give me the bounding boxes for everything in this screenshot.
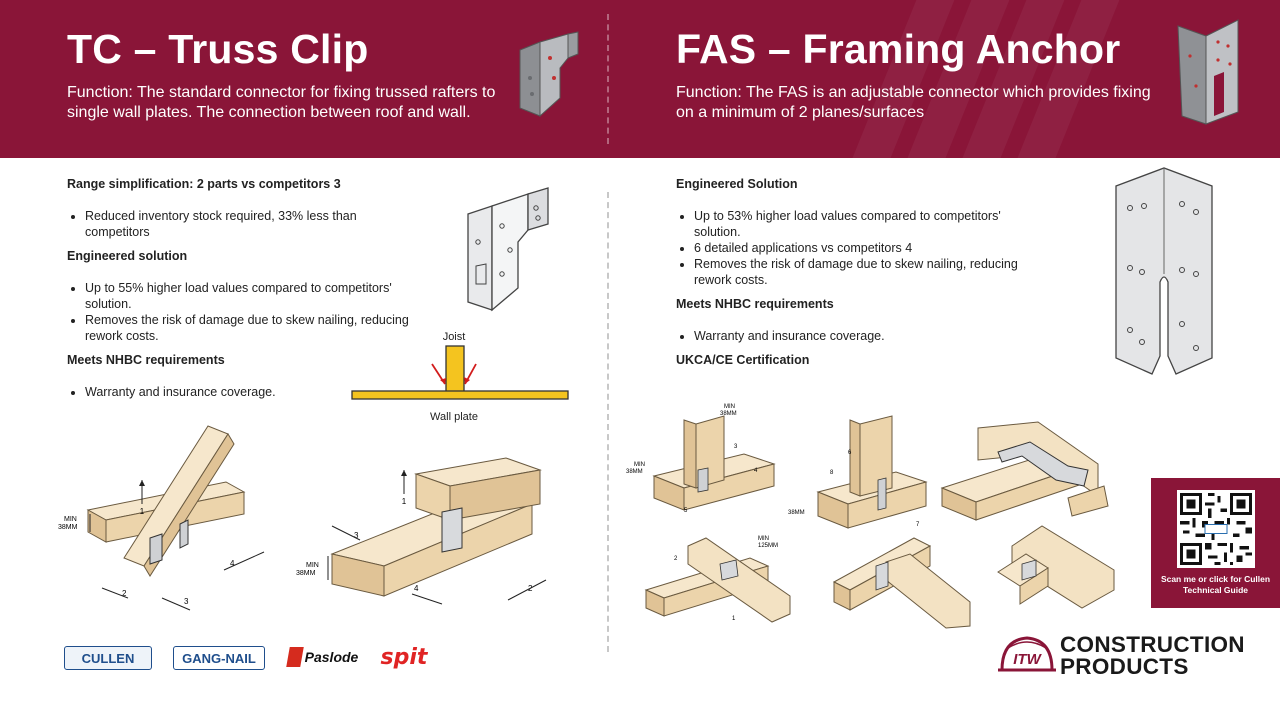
- paslode-logo: Paslode: [285, 646, 359, 668]
- diagram-label: MIN: [724, 404, 735, 410]
- center-divider: [607, 192, 609, 652]
- tc-heading-range: Range simplification: 2 parts vs competi…: [67, 177, 341, 191]
- diagram-label: MIN: [634, 462, 645, 468]
- tc-install-drawing-1: 1 MIN 38MM 2 3 4: [58, 425, 265, 611]
- fas-application-5: [832, 537, 971, 629]
- list-item: 6 detailed applications vs competitors 4: [694, 240, 1046, 256]
- diagram-label: 4: [230, 559, 235, 568]
- diagram-label: MIN: [64, 516, 77, 523]
- qr-code-panel[interactable]: Scan me or click for Cullen Technical Gu…: [1151, 478, 1280, 608]
- cullen-logo-text: CULLEN: [81, 650, 135, 666]
- list-item: Removes the risk of damage due to skew n…: [694, 256, 1046, 288]
- company-name: CONSTRUCTION PRODUCTS: [1060, 632, 1245, 679]
- diagram-label: 38MM: [788, 510, 805, 516]
- fas-title: FAS – Framing Anchor: [676, 26, 1121, 72]
- diagram-label: 3: [184, 597, 189, 606]
- tc-product-image: [519, 31, 579, 118]
- diagram-label: 4: [754, 468, 758, 474]
- itw-logo: ITW: [998, 636, 1056, 672]
- tc-details: Range simplification: 2 parts vs competi…: [67, 176, 417, 408]
- itw-logo-text: ITW: [1013, 651, 1042, 668]
- wall-plate-label: Wall plate: [430, 411, 478, 423]
- tc-list-range: Reduced inventory stock required, 33% le…: [67, 208, 417, 240]
- tc-install-drawing-2: 1 3 MIN 38MM 4 2: [296, 457, 547, 605]
- tc-function: Function: The standard connector for fix…: [67, 84, 496, 121]
- joist-label: Joist: [443, 331, 466, 343]
- spit-logo: spit: [380, 644, 428, 670]
- diagram-label: 5: [684, 508, 688, 514]
- joist-wallplate-diagram: Joist Wall plate: [351, 331, 569, 423]
- diagram-label: 6: [848, 450, 852, 456]
- qr-caption: Scan me or click for Cullen Technical Gu…: [1160, 574, 1271, 595]
- list-item: Up to 55% higher load values compared to…: [85, 280, 417, 312]
- company-name-line1: CONSTRUCTION: [1060, 632, 1245, 657]
- fas-application-4: MIN 125MM 2 1: [644, 536, 791, 623]
- paslode-mark: [285, 647, 304, 667]
- fas-application-6: [997, 525, 1115, 609]
- gangnail-logo: GANG-NAIL: [173, 646, 265, 670]
- fas-application-1: MIN 38MM 3 MIN 38MM 4 5: [626, 404, 776, 514]
- banner-divider: [607, 14, 609, 144]
- fas-line-drawing: [1115, 167, 1213, 375]
- tc-heading-nhbc: Meets NHBC requirements: [67, 353, 225, 367]
- list-item: Warranty and insurance coverage.: [694, 328, 1046, 344]
- diagram-label: 4: [414, 584, 419, 593]
- tc-line-drawing: [467, 187, 549, 312]
- diagram-label: 1: [732, 616, 736, 622]
- fas-list-engineered: Up to 53% higher load values compared to…: [676, 208, 1046, 288]
- fas-heading-nhbc: Meets NHBC requirements: [676, 297, 834, 311]
- diagram-label: 38MM: [626, 469, 643, 475]
- diagram-label: 1: [140, 507, 145, 516]
- list-item: Warranty and insurance coverage.: [85, 384, 417, 400]
- diagram-label: 3: [734, 444, 738, 450]
- list-item: Reduced inventory stock required, 33% le…: [85, 208, 417, 240]
- header-banner: TC – Truss Clip Function: The standard c…: [0, 0, 1280, 158]
- paslode-logo-text: Paslode: [304, 649, 359, 665]
- list-item: Removes the risk of damage due to skew n…: [85, 312, 417, 344]
- fas-function: Function: The FAS is an adjustable conne…: [676, 84, 1151, 121]
- diagram-label: MIN: [306, 562, 319, 569]
- list-item: Up to 53% higher load values compared to…: [694, 208, 1046, 240]
- company-name-line2: PRODUCTS: [1060, 654, 1189, 679]
- fas-application-3: [940, 421, 1109, 521]
- tc-list-nhbc: Warranty and insurance coverage.: [67, 384, 417, 400]
- diagram-label: 8: [830, 470, 834, 476]
- qr-code[interactable]: [1177, 490, 1255, 568]
- tc-title: TC – Truss Clip: [67, 26, 369, 72]
- diagram-label: 2: [674, 556, 678, 562]
- spit-logo-text: spit: [380, 644, 428, 670]
- fas-details: Engineered Solution Up to 53% higher loa…: [676, 176, 1046, 384]
- diagram-label: MIN: [758, 536, 769, 542]
- tc-list-engineered: Up to 55% higher load values compared to…: [67, 280, 417, 344]
- diagram-label: 38MM: [296, 570, 316, 577]
- fas-application-2: 6 8 38MM 7: [788, 415, 928, 529]
- fas-heading-engineered: Engineered Solution: [676, 177, 798, 191]
- tc-heading-engineered: Engineered solution: [67, 249, 188, 263]
- cullen-logo: CULLEN: [64, 646, 152, 670]
- diagram-label: 7: [916, 522, 920, 528]
- fas-heading-ukca: UKCA/CE Certification: [676, 353, 810, 367]
- diagram-label: 38MM: [58, 524, 78, 531]
- diagram-label: 125MM: [758, 543, 778, 549]
- fas-product-image: [1177, 19, 1239, 125]
- gangnail-logo-text: GANG-NAIL: [182, 650, 256, 666]
- diagram-label: 2: [122, 589, 127, 598]
- diagram-label: 3: [354, 531, 359, 540]
- diagram-label: 1: [402, 497, 407, 506]
- diagram-label: 38MM: [720, 411, 737, 417]
- fas-list-nhbc: Warranty and insurance coverage.: [676, 328, 1046, 344]
